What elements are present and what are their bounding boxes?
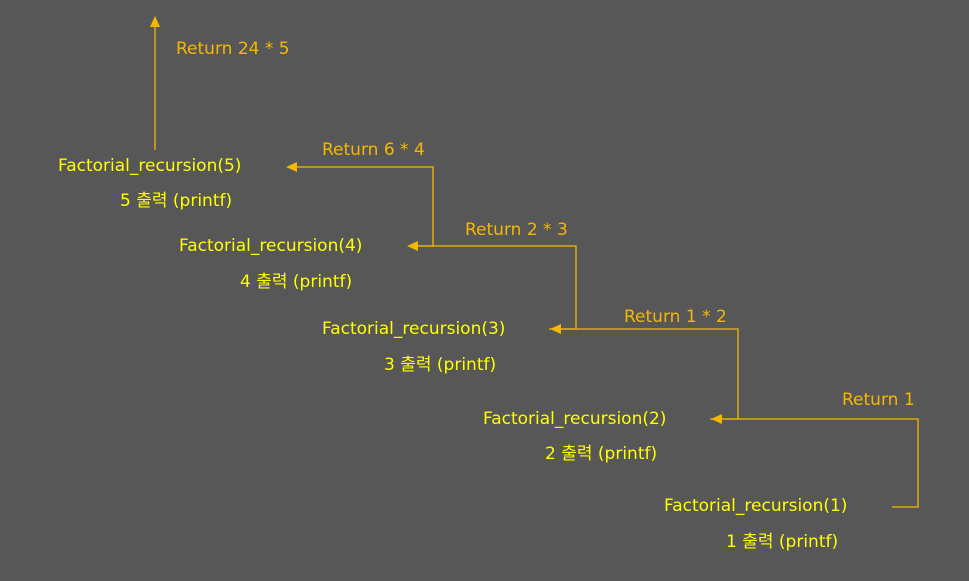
- call-label-3: Factorial_recursion(3): [322, 319, 506, 339]
- call-label-2: Factorial_recursion(2): [483, 409, 667, 429]
- return-label-4: Return 1 * 2: [624, 307, 727, 327]
- call-output-4: 4 출력 (printf): [240, 272, 353, 292]
- call-output-3: 3 출력 (printf): [384, 355, 497, 375]
- call-output-2: 2 출력 (printf): [545, 444, 658, 464]
- call-output-5: 5 출력 (printf): [120, 191, 233, 211]
- return-label-5: Return 1: [842, 390, 915, 410]
- return-arrow-2-to-3: [550, 324, 739, 420]
- return-label-2: Return 6 * 4: [322, 140, 425, 160]
- return-label-1: Return 24 * 5: [176, 39, 290, 59]
- return-label-3: Return 2 * 3: [465, 220, 568, 240]
- return-arrow-4-to-5: [286, 162, 434, 247]
- return-arrow-final: [150, 16, 160, 150]
- return-arrow-1-to-2: [711, 414, 919, 508]
- call-output-1: 1 출력 (printf): [726, 532, 839, 552]
- call-label-5: Factorial_recursion(5): [58, 156, 242, 176]
- return-arrow-3-to-4: [407, 241, 577, 330]
- call-label-4: Factorial_recursion(4): [179, 236, 363, 256]
- call-label-1: Factorial_recursion(1): [664, 496, 848, 516]
